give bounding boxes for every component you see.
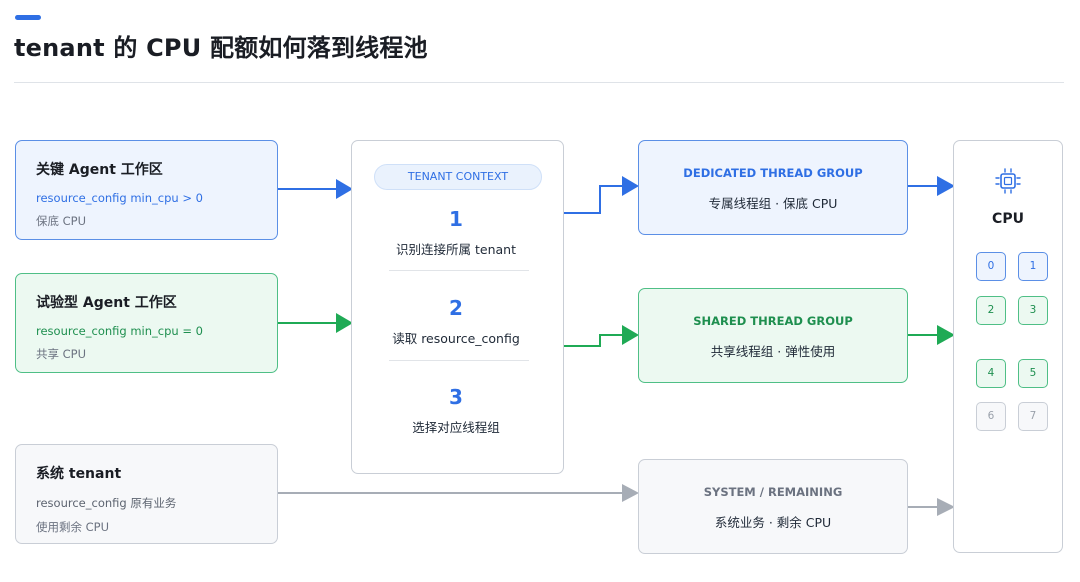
- source-note: 保底 CPU: [36, 214, 87, 228]
- arrow-context-to-dedicated: [564, 176, 639, 214]
- cpu-core-5: 5: [1018, 359, 1048, 388]
- step-divider: [389, 360, 529, 361]
- arrow-shared-to-cpu: [908, 325, 955, 345]
- arrow-key-to-context: [278, 179, 353, 199]
- cpu-panel: [953, 140, 1063, 553]
- cpu-chip-icon: [995, 168, 1021, 194]
- source-config: resource_config min_cpu = 0: [36, 324, 203, 338]
- shared-thread-group: SHARED THREAD GROUP 共享线程组 · 弹性使用: [638, 288, 908, 383]
- step-number: 1: [449, 207, 463, 231]
- cpu-core-0: 0: [976, 252, 1006, 281]
- tenant-context-label: TENANT CONTEXT: [374, 164, 542, 190]
- cpu-core-4: 4: [976, 359, 1006, 388]
- group-label: SYSTEM / REMAINING: [703, 485, 843, 499]
- cpu-core-6: 6: [976, 402, 1006, 431]
- group-description: 共享线程组 · 弹性使用: [710, 344, 836, 359]
- source-title: 关键 Agent 工作区: [36, 162, 163, 178]
- step-number: 3: [449, 385, 463, 409]
- cpu-title: CPU: [992, 211, 1024, 227]
- dedicated-thread-group: DEDICATED THREAD GROUP 专属线程组 · 保底 CPU: [638, 140, 908, 235]
- source-title: 系统 tenant: [36, 466, 122, 482]
- title-divider: [14, 82, 1064, 83]
- cpu-core-3: 3: [1018, 296, 1048, 325]
- group-description: 专属线程组 · 保底 CPU: [708, 196, 838, 211]
- page-title: tenant 的 CPU 配额如何落到线程池: [14, 34, 428, 62]
- source-note: 共享 CPU: [36, 347, 87, 361]
- source-config: resource_config min_cpu > 0: [36, 191, 203, 205]
- tenant-context-panel: TENANT CONTEXT: [351, 140, 564, 474]
- source-note: 使用剩余 CPU: [36, 520, 110, 534]
- group-description: 系统业务 · 剩余 CPU: [714, 515, 832, 530]
- step-label: 读取 resource_config: [392, 331, 520, 346]
- cpu-core-7: 7: [1018, 402, 1048, 431]
- arrow-dedicated-to-cpu: [908, 176, 955, 196]
- group-label: DEDICATED THREAD GROUP: [683, 166, 863, 180]
- title-accent-bar: [15, 15, 41, 20]
- source-config: resource_config 原有业务: [36, 496, 177, 510]
- system-remaining-group: SYSTEM / REMAINING 系统业务 · 剩余 CPU: [638, 459, 908, 554]
- step-label: 选择对应线程组: [412, 420, 500, 435]
- arrow-sys-to-group: [278, 484, 639, 502]
- step-label: 识别连接所属 tenant: [396, 242, 516, 257]
- step-number: 2: [449, 296, 463, 320]
- context-step-1: 1 识别连接所属 tenant: [351, 208, 561, 258]
- source-experimental-agent-workspace: 试验型 Agent 工作区 resource_config min_cpu = …: [15, 273, 278, 373]
- cpu-core-2: 2: [976, 296, 1006, 325]
- arrow-exp-to-context: [278, 313, 353, 333]
- source-system-tenant: 系统 tenant resource_config 原有业务 使用剩余 CPU: [15, 444, 278, 544]
- cpu-core-1: 1: [1018, 252, 1048, 281]
- step-divider: [389, 270, 529, 271]
- group-label: SHARED THREAD GROUP: [693, 314, 853, 328]
- arrow-remaining-to-cpu: [908, 498, 955, 516]
- source-key-agent-workspace: 关键 Agent 工作区 resource_config min_cpu > 0…: [15, 140, 278, 240]
- source-title: 试验型 Agent 工作区: [36, 295, 177, 311]
- context-step-3: 3 选择对应线程组: [351, 386, 561, 436]
- context-step-2: 2 读取 resource_config: [351, 297, 561, 347]
- arrow-context-to-shared: [564, 325, 639, 347]
